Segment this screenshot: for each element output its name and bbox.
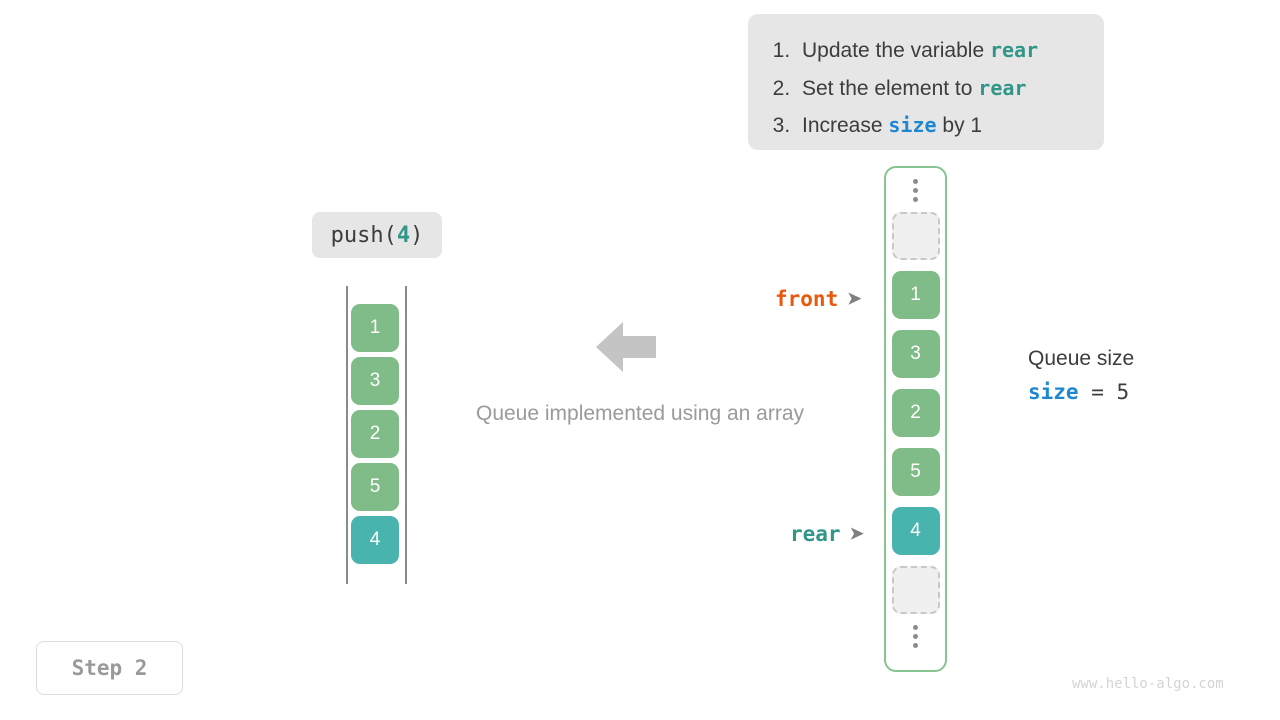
instruction-item-2: Set the element to rear — [796, 70, 1082, 108]
array-cell: 5 — [351, 463, 399, 511]
instructions-list: Update the variable rear Set the element… — [766, 32, 1082, 145]
dot — [913, 624, 918, 630]
arrow-right-icon: ➤ — [847, 289, 862, 308]
queue-cell-rear: 4 — [891, 507, 940, 555]
queue-cell: 3 — [891, 330, 940, 378]
queue-view: 1 3 2 5 4 — [884, 166, 947, 672]
instructions-card: Update the variable rear Set the element… — [748, 14, 1104, 150]
size-panel-title: Queue size — [1028, 347, 1135, 370]
queue-cell-list: 1 3 2 5 4 — [891, 212, 940, 614]
array-view: 1 3 2 5 4 — [345, 286, 408, 584]
dot — [913, 196, 918, 202]
queue-cell: 5 — [891, 448, 940, 496]
dot — [913, 642, 918, 648]
rear-pointer-label: rear — [790, 522, 841, 546]
left-arrow-icon — [596, 320, 656, 374]
instruction-2-keyword: rear — [978, 75, 1027, 100]
front-pointer-label: front — [775, 287, 839, 311]
array-rail-left — [346, 286, 348, 584]
queue-cell-empty — [891, 212, 940, 260]
dot — [913, 633, 918, 639]
instruction-3-keyword: size — [888, 113, 937, 137]
instruction-1-text-pre: Update the variable — [802, 39, 990, 62]
array-cell: 2 — [351, 410, 399, 458]
front-pointer: front ➤ — [775, 287, 861, 311]
queue-cell-front: 1 — [891, 271, 940, 319]
diagram-caption: Queue implemented using an array — [475, 402, 805, 425]
dot — [913, 178, 918, 184]
operation-close-paren: ) — [410, 222, 424, 248]
size-value: 5 — [1116, 380, 1130, 404]
operation-open-paren: ( — [383, 222, 397, 248]
operation-label: push(4) — [312, 212, 442, 258]
instruction-1-keyword: rear — [989, 38, 1039, 62]
array-cell: 3 — [351, 357, 399, 405]
arrow-right-icon: ➤ — [849, 524, 864, 543]
instruction-item-1: Update the variable rear — [796, 32, 1082, 70]
operation-name: push — [330, 222, 384, 248]
queue-cell-empty — [891, 566, 940, 614]
instruction-item-3: Increase size by 1 — [796, 107, 1082, 145]
instruction-3-text-post: by 1 — [936, 114, 983, 137]
array-rail-right — [405, 286, 407, 584]
rear-pointer: rear ➤ — [790, 522, 864, 546]
instruction-3-text-pre: Increase — [802, 114, 889, 137]
array-cell-list: 1 3 2 5 4 — [351, 304, 399, 564]
instruction-2-text-pre: Set the element to — [802, 76, 979, 100]
size-variable: size — [1028, 380, 1079, 404]
bottom-ellipsis-icon — [913, 614, 918, 658]
queue-cell: 2 — [891, 389, 940, 437]
size-equals: = — [1078, 380, 1117, 404]
step-badge: Step 2 — [36, 641, 183, 695]
array-cell: 1 — [351, 304, 399, 352]
array-cell-new: 4 — [351, 516, 399, 564]
top-ellipsis-icon — [913, 168, 918, 212]
size-expression: size = 5 — [1028, 374, 1134, 410]
watermark: www.hello-algo.com — [1072, 676, 1224, 692]
operation-argument: 4 — [396, 222, 411, 248]
size-panel: Queue size size = 5 — [1028, 344, 1134, 410]
dot — [913, 187, 918, 193]
